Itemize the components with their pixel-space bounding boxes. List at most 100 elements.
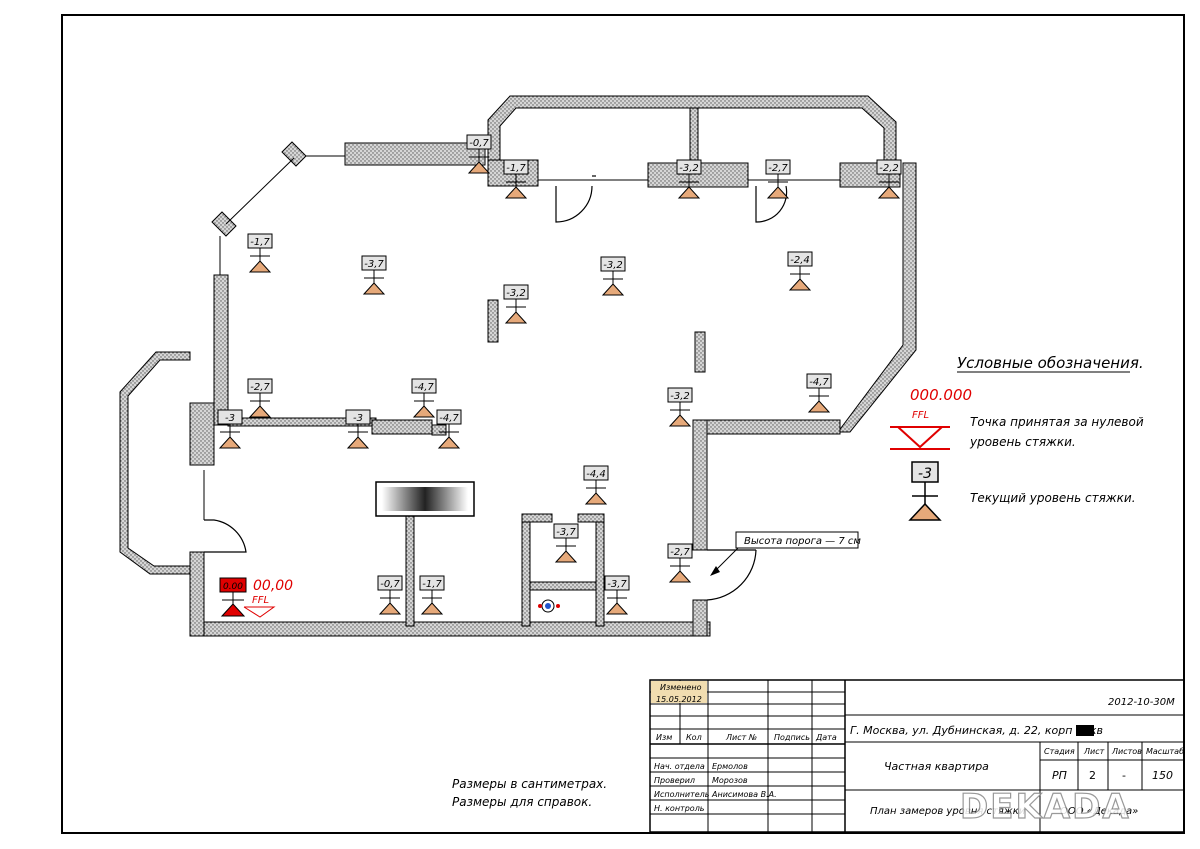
legend-zero-desc-1: Точка принятая за нулевой [970, 415, 1144, 429]
level-value: -4,7 [439, 413, 459, 424]
level-marker: -4,4 [583, 465, 609, 505]
tb-h-kol: Кол [686, 733, 702, 742]
threshold-note: Высота порога — 7 см [744, 536, 861, 547]
level-value: -2,7 [670, 547, 690, 558]
level-marker: -1,7 [503, 159, 529, 199]
tb-sheets: - [1122, 769, 1126, 782]
zero-label: 00,00 [253, 578, 293, 594]
level-triangle [584, 492, 608, 505]
level-triangle [668, 414, 692, 427]
tb-h-izm: Изм [656, 733, 672, 742]
tb-doc-code: 2012-10-30М [1108, 697, 1175, 708]
level-triangle [601, 283, 625, 296]
tb-address: Г. Москва, ул. Дубнинская, д. 22, корп 5… [850, 724, 1103, 737]
tb-r2-role: Проверил [654, 776, 695, 785]
note-line-2: Размеры для справок. [452, 795, 592, 809]
level-triangle [877, 186, 901, 199]
level-triangle [668, 570, 692, 583]
level-marker: -3,2 [600, 256, 626, 296]
zero-box-text: 0.00 [223, 582, 243, 592]
level-value: -0,7 [469, 138, 489, 149]
tb-r2-name: Морозов [712, 776, 748, 785]
level-triangle [605, 602, 629, 615]
tb-r3-name: Анисимова В.А. [711, 790, 777, 799]
level-marker: -3,2 [667, 387, 693, 427]
level-value: -2,4 [790, 255, 810, 266]
tb-changed-date: 15.05.2012 [656, 695, 702, 704]
level-triangle [677, 186, 701, 199]
level-value: -1,7 [422, 579, 442, 590]
level-triangle [766, 186, 790, 199]
level-marker: -3,2 [503, 284, 529, 324]
sheet-frame [61, 14, 1185, 834]
level-marker: -2,7 [247, 378, 273, 418]
tb-org: ООО «Декада» [1060, 806, 1138, 817]
zero-ffl: FFL [252, 595, 269, 606]
level-triangle [248, 260, 272, 273]
walls [119, 95, 917, 637]
level-marker: -3 [345, 409, 371, 449]
level-value: -3,7 [556, 527, 576, 538]
level-value: -2,2 [879, 163, 899, 174]
doors [204, 175, 788, 601]
tb-h-sheets: Листов [1111, 747, 1142, 756]
threshold-callout: Высота порога — 7 см [710, 531, 861, 576]
level-value: -0,7 [380, 579, 400, 590]
legend-current-desc: Текущий уровень стяжки. [970, 491, 1136, 505]
level-marker: -0,7 [466, 134, 492, 174]
watermark-logo: DEKADA [960, 787, 1131, 827]
legend-ffl: FFL [912, 410, 929, 421]
notes: Размеры в сантиметрах. Размеры для справ… [452, 777, 607, 809]
level-marker: -3,7 [361, 255, 387, 295]
level-value: -3,2 [670, 391, 690, 402]
level-marker: -2,7 [765, 159, 791, 199]
level-value: -3,2 [679, 163, 699, 174]
level-value: -4,7 [809, 377, 829, 388]
tb-h-sign: Подпись [774, 733, 810, 742]
level-marker: -0,7 [377, 575, 403, 615]
level-triangle [248, 405, 272, 418]
level-value: -4,4 [586, 469, 606, 480]
level-triangle [504, 311, 528, 324]
legend: Условные обозначения. 000.000 FFL Точка … [890, 354, 1144, 521]
level-value: -3,2 [603, 260, 623, 271]
level-triangle [807, 400, 831, 413]
level-marker: -4,7 [411, 378, 437, 418]
level-marker: -2,7 [667, 543, 693, 583]
tb-changed: Изменено [660, 683, 702, 692]
tb-h-date: Дата [815, 733, 837, 742]
level-triangle [378, 602, 402, 615]
level-triangle [412, 405, 436, 418]
diagonal-wall-edges [203, 141, 840, 520]
utility-meter-icon [538, 599, 560, 613]
level-value: -4,7 [414, 382, 434, 393]
level-marker: -4,7 [436, 409, 462, 449]
tb-h-sheet: Лист [1083, 747, 1105, 756]
level-marker: -3 [217, 409, 243, 449]
level-marker: -2,4 [787, 251, 813, 291]
level-markers: -0,7 -1,7 -3,2 -2,7 -2,2 -1,7 -3,7 -3,2 -3,2 -2,4… [217, 134, 902, 615]
level-value: -2,7 [768, 163, 788, 174]
tb-h-list: Лист № [725, 733, 757, 742]
level-marker: -3,7 [604, 575, 630, 615]
level-triangle [467, 161, 491, 174]
level-triangle [362, 282, 386, 295]
tb-drawing: План замеров уровня стяжки [870, 806, 1026, 817]
zero-point-marker: 0.00 00,00 FFL [219, 577, 293, 618]
tb-h-scale: Масштаб [1146, 747, 1184, 756]
level-value: -3 [353, 413, 363, 424]
level-value: -1,7 [506, 163, 526, 174]
tb-r1-role: Нач. отдела [654, 762, 705, 771]
tb-sheet: 2 [1089, 769, 1096, 782]
level-marker: -3,2 [676, 159, 702, 199]
tb-object: Частная квартира [884, 760, 989, 773]
level-triangle [788, 278, 812, 291]
level-value: -3,2 [506, 288, 526, 299]
legend-zero-desc-2: уровень стяжки. [969, 435, 1076, 449]
title-block-text: Изменено 15.05.2012 Изм Кол Лист № Подпи… [654, 683, 1184, 828]
level-triangle [218, 436, 242, 449]
legend-zero-value: 000.000 [910, 386, 972, 404]
level-marker: -3,7 [553, 523, 579, 563]
level-triangle [437, 436, 461, 449]
